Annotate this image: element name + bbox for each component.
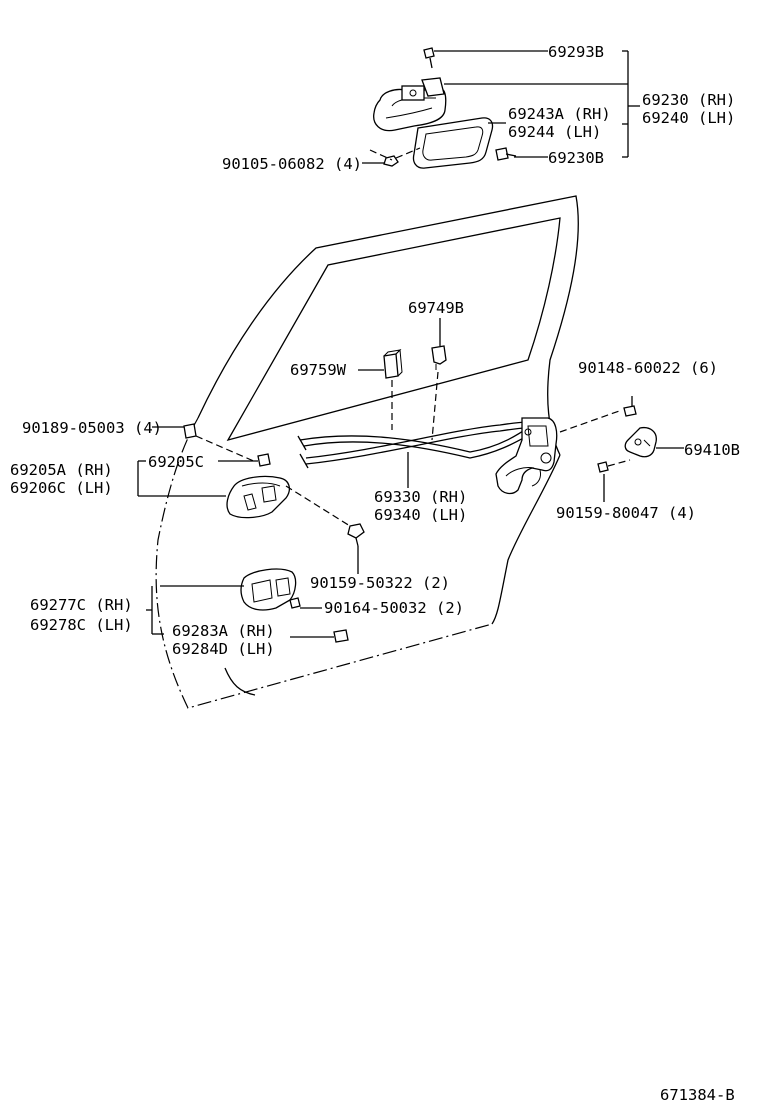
label-69243A-rh: 69243A (RH)	[508, 105, 611, 123]
label-69278C-lh: 69278C (LH)	[30, 616, 133, 634]
striker-69410B	[624, 426, 657, 458]
screw-90159-80047	[597, 459, 631, 473]
figure-id: 671384-B	[660, 1086, 735, 1104]
inside-handle	[226, 475, 291, 519]
label-69410B: 69410B	[684, 441, 740, 459]
label-69283A-rh: 69283A (RH)	[172, 622, 275, 640]
label-69205C: 69205C	[148, 453, 204, 471]
label-69284D-lh: 69284D (LH)	[172, 640, 275, 658]
label-69749B: 69749B	[408, 299, 464, 317]
bolt-69230B	[495, 147, 517, 161]
label-69230-rh: 69230 (RH)	[642, 91, 735, 109]
stopper-69759W	[383, 348, 403, 379]
label-69244-lh: 69244 (LH)	[508, 123, 601, 141]
clip-69749B	[431, 345, 447, 370]
door-lock-assembly	[495, 417, 558, 495]
screw-69293B	[423, 47, 435, 69]
label-69240-lh: 69240 (LH)	[642, 109, 735, 127]
label-69330-rh: 69330 (RH)	[374, 488, 467, 506]
screw-90164	[289, 597, 301, 609]
outside-handle-assembly	[373, 77, 494, 169]
screw-90159-50322	[347, 523, 365, 547]
label-69759W: 69759W	[290, 361, 347, 379]
cap-69283A	[333, 629, 349, 643]
label-90159-50322: 90159-50322 (2)	[310, 574, 450, 592]
label-90189: 90189-05003 (4)	[22, 419, 162, 437]
label-90105: 90105-06082 (4)	[222, 155, 362, 173]
pull-handle	[240, 568, 297, 611]
label-69293B: 69293B	[548, 43, 604, 61]
screw-90148	[623, 396, 637, 417]
label-69206C-lh: 69206C (LH)	[10, 479, 113, 497]
label-69205A-rh: 69205A (RH)	[10, 461, 113, 479]
door-outline	[155, 195, 579, 709]
label-90159-80047: 90159-80047 (4)	[556, 504, 696, 522]
cap-69205C	[257, 453, 271, 467]
label-90148: 90148-60022 (6)	[578, 359, 718, 377]
label-90164: 90164-50032 (2)	[324, 599, 464, 617]
clip-90189	[183, 423, 197, 439]
label-69340-lh: 69340 (LH)	[374, 506, 467, 524]
label-69230B: 69230B	[548, 149, 604, 167]
label-69277C-rh: 69277C (RH)	[30, 596, 133, 614]
bolt-90105	[369, 147, 421, 167]
